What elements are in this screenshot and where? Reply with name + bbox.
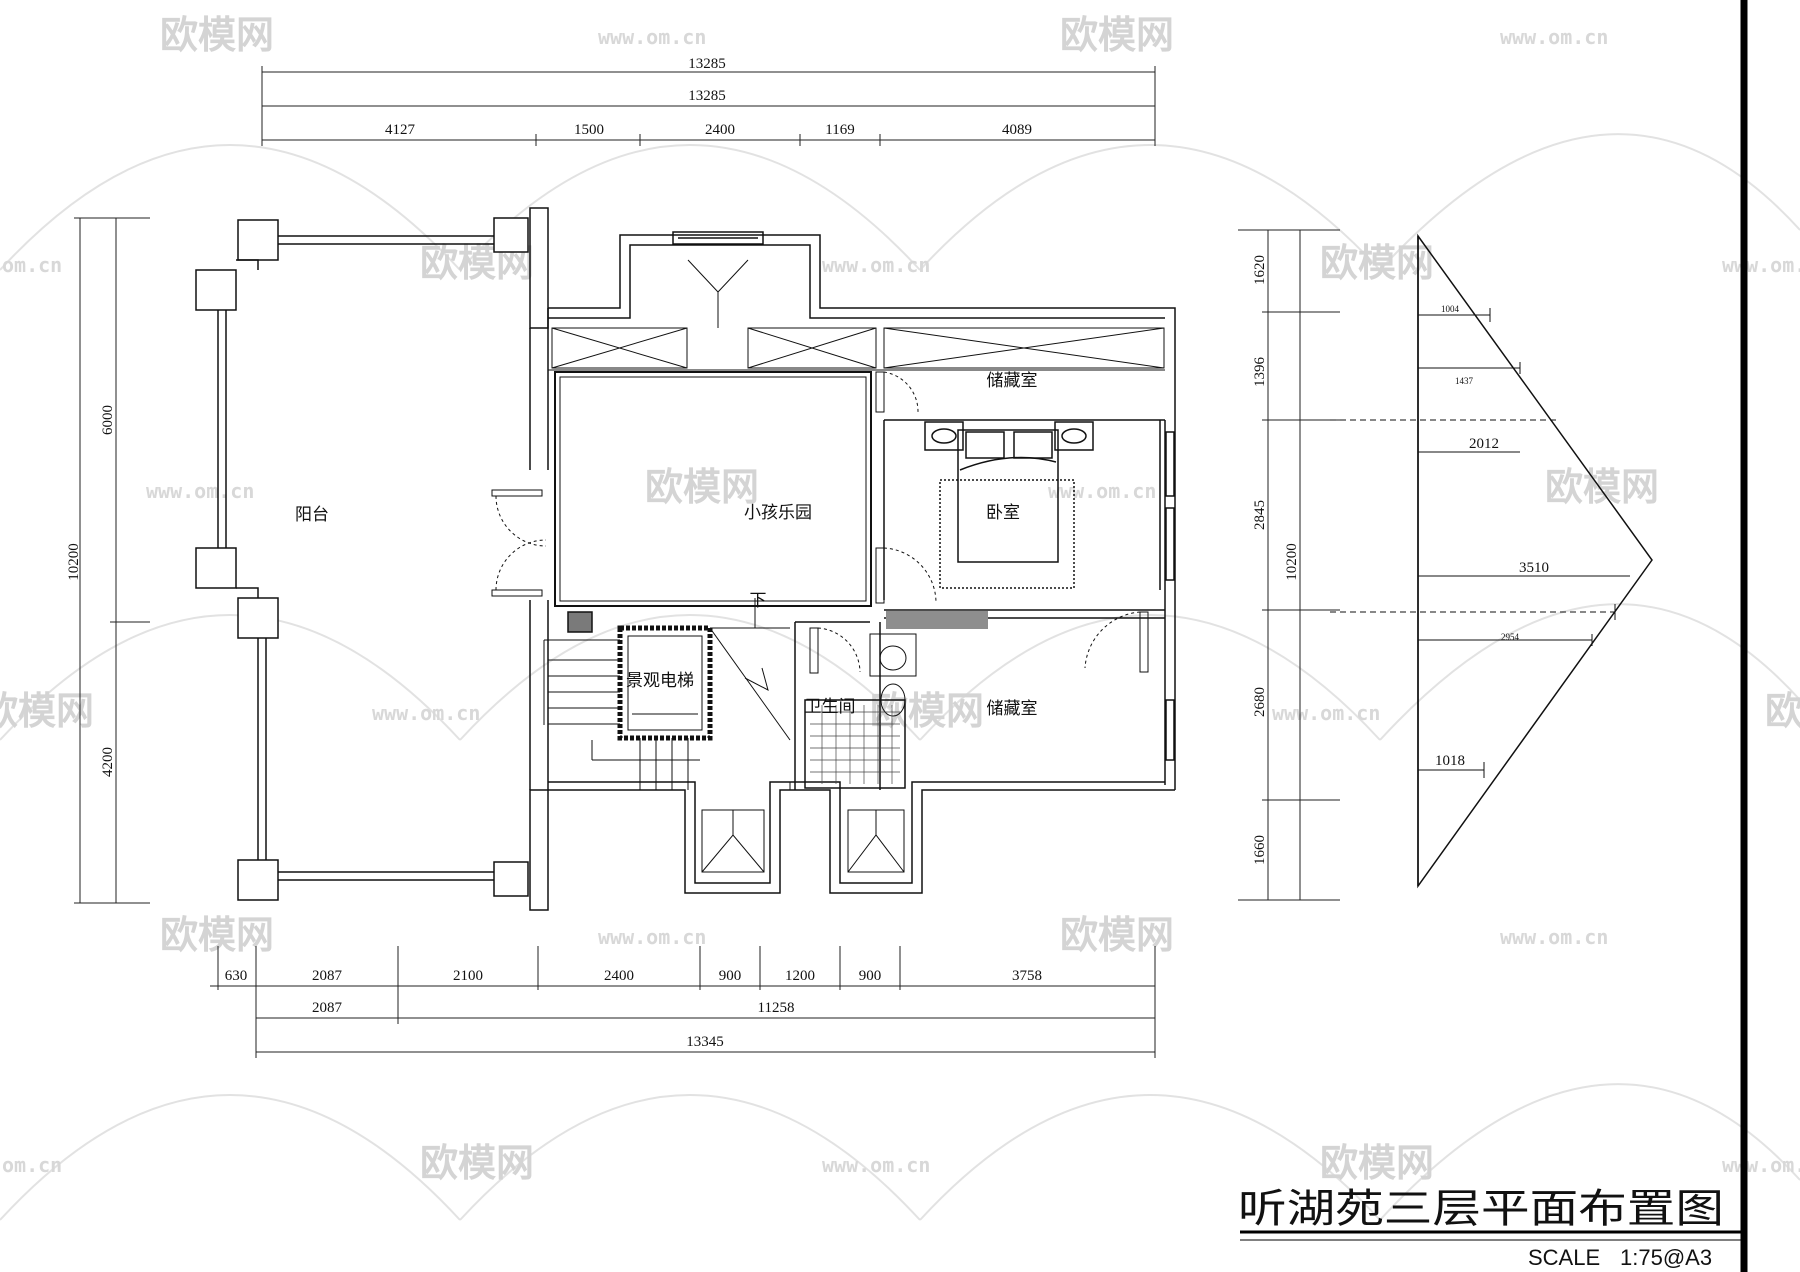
dim-tri: 1018 <box>1435 753 1465 769</box>
watermark-url: www.om.cn <box>146 479 254 503</box>
watermark-texts: 欧模网 www.om.cn 欧模网 www.om.cn om.cn 欧模网 ww… <box>0 13 1800 1185</box>
dim-bottom-seg: 630 <box>225 968 248 984</box>
drawing-title: 听湖苑三层平面布置图 <box>1238 1186 1724 1232</box>
room-labels: 阳台 小孩乐园 储藏室 卧室 景观电梯 卫生间 储藏室 下 <box>295 371 1038 719</box>
dim-bottom-seg: 2100 <box>453 968 483 984</box>
top-dimensions <box>261 66 1156 146</box>
label-storage-bottom: 储藏室 <box>987 699 1038 719</box>
watermark-brand: 欧模网 <box>160 13 274 57</box>
watermark-url: www.om.cn <box>598 925 706 949</box>
doors <box>491 371 1149 674</box>
watermark-brand: 欧模网 <box>0 689 94 733</box>
dim-left-overall: 10200 <box>66 543 82 581</box>
triangle-section <box>1330 233 1653 889</box>
watermark-brand: 欧模网 <box>1060 13 1174 57</box>
left-dimensions <box>74 217 150 904</box>
dim-tri: 2954 <box>1501 632 1520 642</box>
partitions <box>567 609 1165 790</box>
watermark-layer <box>0 133 1800 1221</box>
dim-bottom-seg: 2400 <box>604 968 634 984</box>
dim-bottom-seg: 900 <box>719 968 742 984</box>
watermark-brand: 欧模网 <box>1545 465 1659 509</box>
dim-top-overall-1: 13285 <box>688 56 726 72</box>
dim-bottom-row2: 2087 <box>312 1000 343 1016</box>
dim-right-seg: 1660 <box>1252 835 1268 865</box>
label-bedroom: 卧室 <box>986 503 1020 523</box>
dim-top-seg: 4089 <box>1002 122 1032 138</box>
label-toilet: 卫生间 <box>805 697 856 717</box>
dim-top-seg: 1500 <box>574 122 604 138</box>
right-dimensions <box>1238 229 1340 901</box>
watermark-url: www.om.cn <box>822 1153 930 1177</box>
watermark-url: www.om.cn <box>1048 479 1156 503</box>
label-balcony: 阳台 <box>295 505 329 525</box>
dim-left-seg: 4200 <box>100 747 116 777</box>
label-stair-down: 下 <box>750 591 767 611</box>
watermark-brand: 欧模网 <box>160 913 274 957</box>
bottom-dimension-labels: 630 2087 2100 2400 900 1200 900 3758 208… <box>225 968 1042 1050</box>
watermark-url: om.cn <box>2 253 62 277</box>
watermark-url: www.om.cn <box>822 253 930 277</box>
dim-top-overall-2: 13285 <box>688 88 726 104</box>
lower-chutes <box>701 782 905 873</box>
left-dimension-labels: 10200 6000 4200 <box>66 405 116 777</box>
scale-value: 1:75@A3 <box>1620 1245 1712 1270</box>
watermark-url: www.om.cn <box>372 701 480 725</box>
watermark-brand: 欧模网 <box>645 465 759 509</box>
watermark-brand: 欧模网 <box>1765 689 1800 733</box>
dim-right-overall: 10200 <box>1284 543 1300 581</box>
label-elevator: 景观电梯 <box>626 671 694 691</box>
dim-bottom-row2: 11258 <box>758 1000 795 1016</box>
dim-tri: 2012 <box>1469 436 1499 452</box>
watermark-url: om.cn <box>2 1153 62 1177</box>
watermark-brand: 欧模网 <box>1060 913 1174 957</box>
dim-top-seg: 4127 <box>385 122 416 138</box>
watermark-url: www.om.cn <box>598 25 706 49</box>
dim-tri: 1004 <box>1441 304 1460 314</box>
sheet-border <box>1240 0 1748 1272</box>
dim-top-seg: 1169 <box>825 122 854 138</box>
watermark-url: www.om.cn <box>1722 1153 1800 1177</box>
dim-bottom-seg: 1200 <box>785 968 815 984</box>
dim-bottom-seg: 2087 <box>312 968 343 984</box>
watermark-brand: 欧模网 <box>420 1141 534 1185</box>
stairs-elevator <box>543 598 791 790</box>
watermark-brand: 欧模网 <box>1320 1141 1434 1185</box>
dim-top-seg: 2400 <box>705 122 735 138</box>
dim-right-seg: 1620 <box>1252 255 1268 285</box>
dim-right-seg: 1396 <box>1252 357 1268 388</box>
toilet-room <box>804 633 917 789</box>
watermark-url: www.om.cn <box>1500 25 1608 49</box>
dim-tri: 1437 <box>1455 376 1474 386</box>
balcony-structure <box>195 217 529 901</box>
dim-right-seg: 2845 <box>1252 500 1268 530</box>
top-dimension-labels: 13285 13285 4127 1500 2400 1169 4089 <box>385 56 1032 138</box>
scale-label: SCALE <box>1528 1245 1600 1270</box>
watermark-url: www.om.cn <box>1722 253 1800 277</box>
dim-right-seg: 2680 <box>1252 687 1268 717</box>
watermark-url: www.om.cn <box>1500 925 1608 949</box>
building-walls <box>529 207 1176 911</box>
watermark-brand: 欧模网 <box>1320 241 1434 285</box>
playground-room <box>554 371 872 607</box>
right-dimension-labels: 1620 1396 2845 2680 1660 10200 <box>1252 255 1300 865</box>
top-cabinets <box>548 259 1165 371</box>
dim-bottom-overall: 13345 <box>686 1034 724 1050</box>
watermark-brand: 欧模网 <box>870 689 984 733</box>
triangle-dimension-labels: 1004 1437 2012 3510 2954 1018 <box>1435 304 1549 769</box>
watermark-url: www.om.cn <box>1272 701 1380 725</box>
dim-tri: 3510 <box>1519 560 1549 576</box>
dim-bottom-seg: 3758 <box>1012 968 1042 984</box>
bottom-dimensions <box>210 946 1156 1058</box>
label-playground: 小孩乐园 <box>744 503 812 523</box>
label-storage-top: 储藏室 <box>987 371 1038 391</box>
dim-bottom-seg: 900 <box>859 968 882 984</box>
dim-left-seg: 6000 <box>100 405 116 435</box>
bedroom <box>883 419 1175 761</box>
